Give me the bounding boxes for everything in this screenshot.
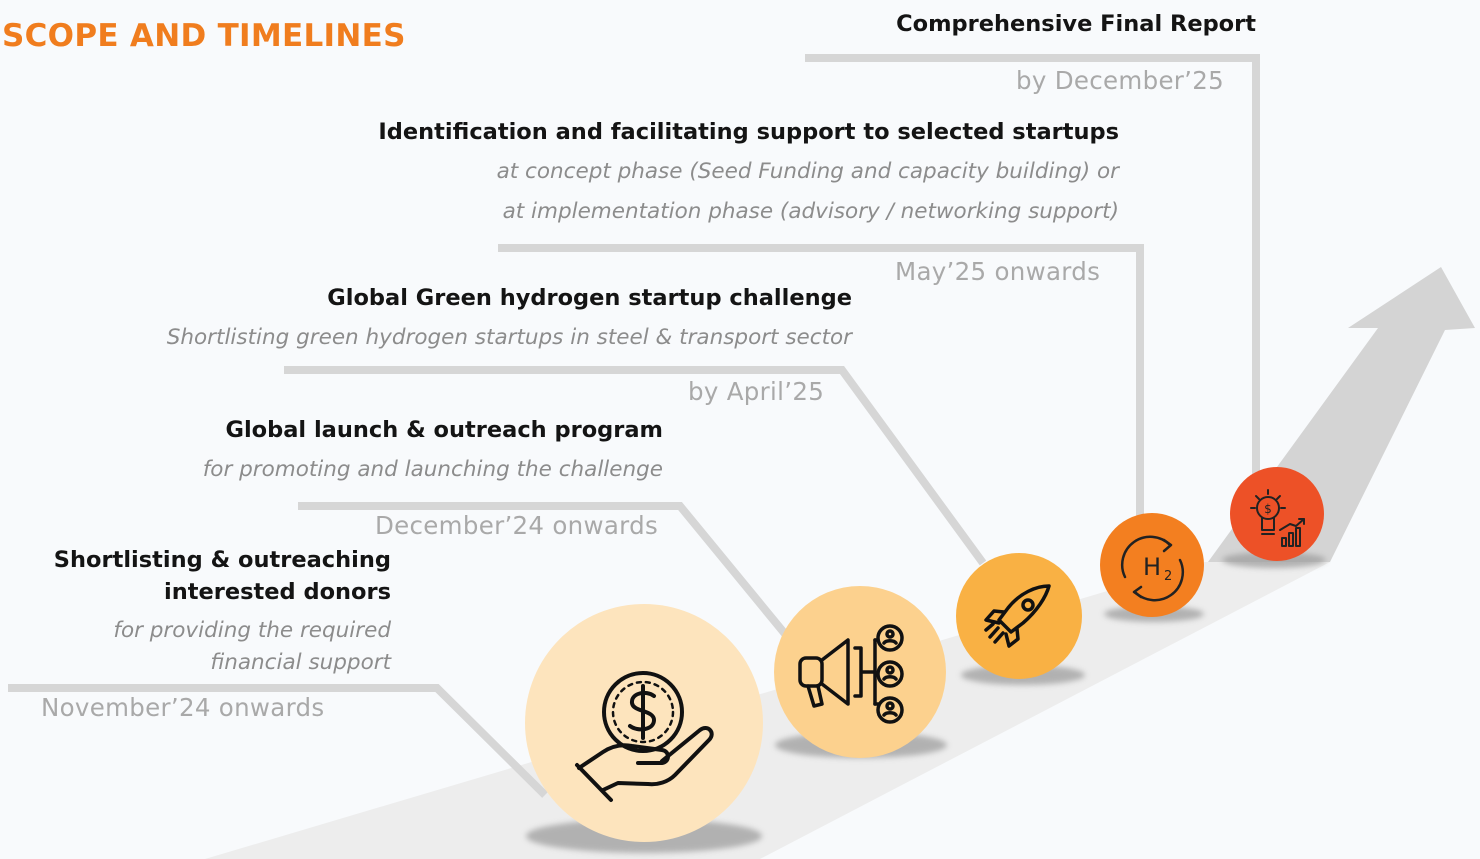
stage-3-circle — [956, 553, 1082, 679]
hydrogen-cycle-icon: H 2 — [1120, 535, 1185, 602]
connector-stage-3 — [284, 366, 987, 566]
svg-text:2: 2 — [1164, 569, 1172, 584]
stage-4-circle — [1100, 513, 1204, 617]
stage-5-timeline: by December’25 — [1016, 66, 1225, 95]
stage-4-detail-line-1: at concept phase (Seed Funding and capac… — [496, 159, 1119, 184]
connector-stage-1 — [8, 684, 548, 798]
stage-4-timeline: May’25 onwards — [895, 257, 1101, 286]
stage-1-heading-line-2: interested donors — [164, 579, 391, 605]
connector-stage-4 — [498, 244, 1144, 516]
megaphone-network-icon — [798, 624, 904, 724]
stage-1-heading-line-1: Shortlisting & outreaching — [53, 547, 391, 573]
connector-stage-2 — [298, 502, 794, 643]
svg-text:H: H — [1143, 553, 1161, 581]
stage-2-heading: Global launch & outreach program — [225, 417, 664, 443]
stage-1-timeline: November’24 onwards — [41, 693, 325, 722]
hand-dollar-coin-icon — [575, 671, 714, 802]
stage-1-detail-line-1: for providing the required — [113, 618, 391, 643]
idea-growth-icon: $ — [1250, 489, 1305, 547]
page-title: SCOPE AND TIMELINES — [2, 18, 406, 54]
stage-1-detail-line-2: financial support — [210, 650, 391, 675]
stage-3-timeline: by April’25 — [688, 377, 825, 406]
rocket-icon — [984, 584, 1051, 648]
stage-4-detail-line-2: at implementation phase (advisory / netw… — [502, 199, 1119, 224]
stage-2-timeline: December’24 onwards — [375, 511, 659, 540]
stage-4-heading: Identification and facilitating support … — [378, 119, 1119, 145]
stage-2-detail: for promoting and launching the challeng… — [202, 457, 663, 482]
stage-5-heading: Comprehensive Final Report — [896, 11, 1256, 37]
svg-text:$: $ — [1264, 502, 1272, 516]
stage-3-detail: Shortlisting green hydrogen startups in … — [166, 325, 852, 350]
connector-stage-5 — [805, 54, 1260, 476]
stage-3-heading: Global Green hydrogen startup challenge — [327, 285, 852, 311]
